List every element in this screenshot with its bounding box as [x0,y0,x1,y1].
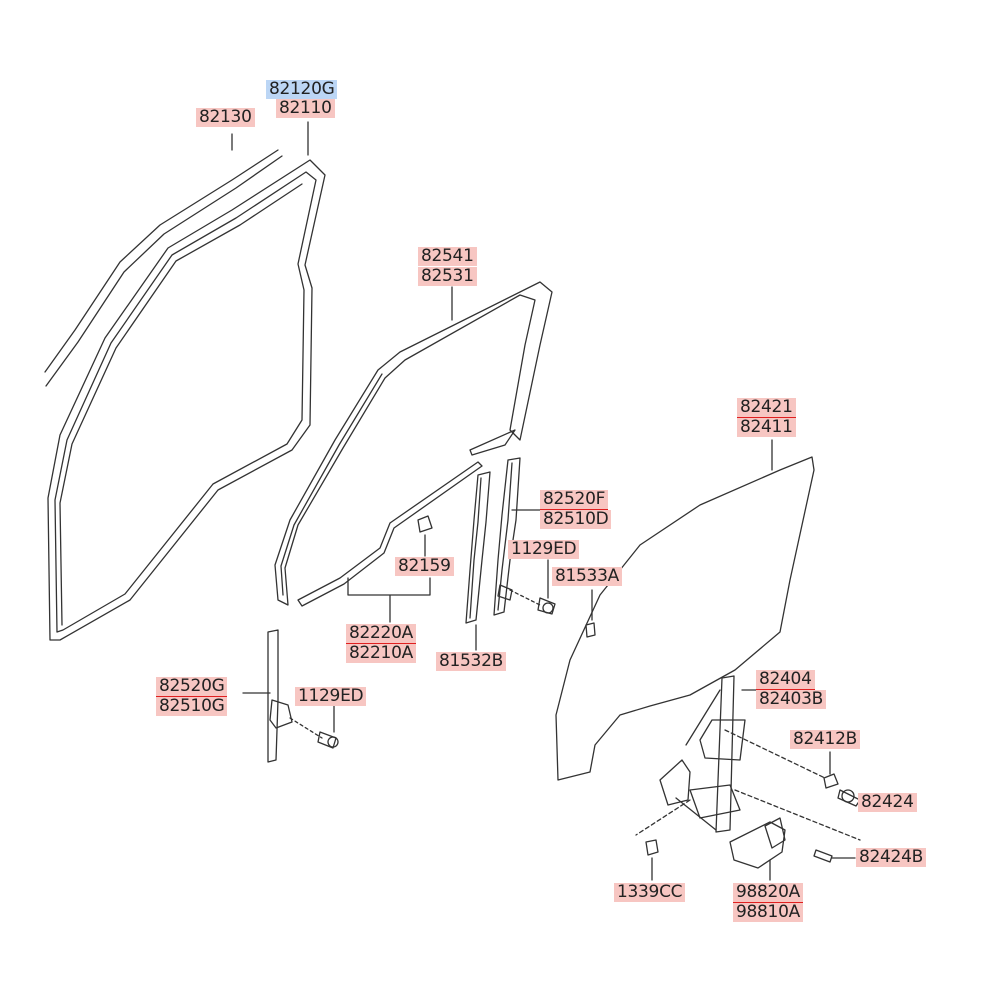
part-label-82220A[interactable]: 82220A [346,624,416,644]
regulator-motor [729,817,786,869]
part-label-82424[interactable]: 82424 [858,793,917,812]
part-label-82424B[interactable]: 82424B [856,848,926,867]
part-label-82412B[interactable]: 82412B [790,730,860,749]
clip-82159 [417,515,433,533]
part-label-1129ED-upper[interactable]: 1129ED [508,540,580,559]
part-label-82520G[interactable]: 82520G [156,677,228,697]
part-label-82510D[interactable]: 82510D [540,510,612,529]
channel-82520G [267,629,293,763]
part-label-82403B[interactable]: 82403B [756,690,826,709]
part-label-98820A[interactable]: 98820A [733,883,803,903]
part-label-82411[interactable]: 82411 [737,418,796,437]
door-glass [555,456,815,781]
bolt-1129ED-lower [289,717,339,749]
bolt-1129ED-upper [509,589,556,615]
part-label-82541[interactable]: 82541 [418,247,477,266]
channel-81532B [465,471,491,624]
part-label-81533A[interactable]: 81533A [552,567,622,586]
part-label-82520F[interactable]: 82520F [540,490,609,510]
screw-82424B [813,849,833,863]
clip-81533A [585,622,596,638]
part-label-82510G[interactable]: 82510G [156,697,228,716]
part-label-82421[interactable]: 82421 [737,398,796,418]
leader-82220A [347,577,431,623]
belt-moulding [297,461,483,607]
nut-1339CC [645,839,659,856]
part-label-82120G[interactable]: 82120G [266,80,338,99]
part-label-82110[interactable]: 82110 [276,99,335,118]
part-label-98810A[interactable]: 98810A [733,903,803,922]
clip-82412B [823,773,839,789]
part-label-82404[interactable]: 82404 [756,670,815,690]
weatherstrip-82110 [47,159,326,641]
window-regulator [635,675,861,841]
glass-run-channel [274,281,553,606]
part-label-1339CC[interactable]: 1339CC [614,883,686,902]
part-label-82130[interactable]: 82130 [196,108,255,127]
part-label-1129ED-lower[interactable]: 1129ED [295,687,367,706]
part-label-82531[interactable]: 82531 [418,267,477,286]
part-label-82210A[interactable]: 82210A [346,644,416,663]
part-label-82159[interactable]: 82159 [395,557,454,576]
weatherstrip-82130 [44,149,283,387]
channel-82520F [493,457,521,616]
screw-82424 [837,789,861,807]
part-label-81532B[interactable]: 81532B [436,652,506,671]
